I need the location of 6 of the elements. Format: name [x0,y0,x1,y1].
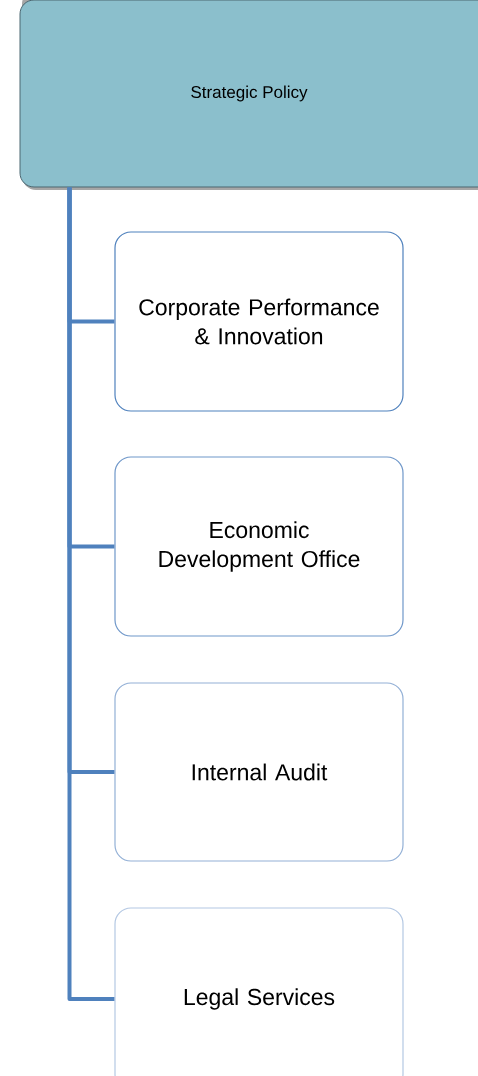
unit-box: Corporate Performance & Innovation [114,231,404,412]
unit-box: Internal Audit [114,682,404,862]
header-box: Strategic Policy [19,0,478,190]
unit-box: Economic Development Office [114,456,404,637]
unit-box: Legal Services [114,907,404,1076]
connector-line [67,187,115,1001]
